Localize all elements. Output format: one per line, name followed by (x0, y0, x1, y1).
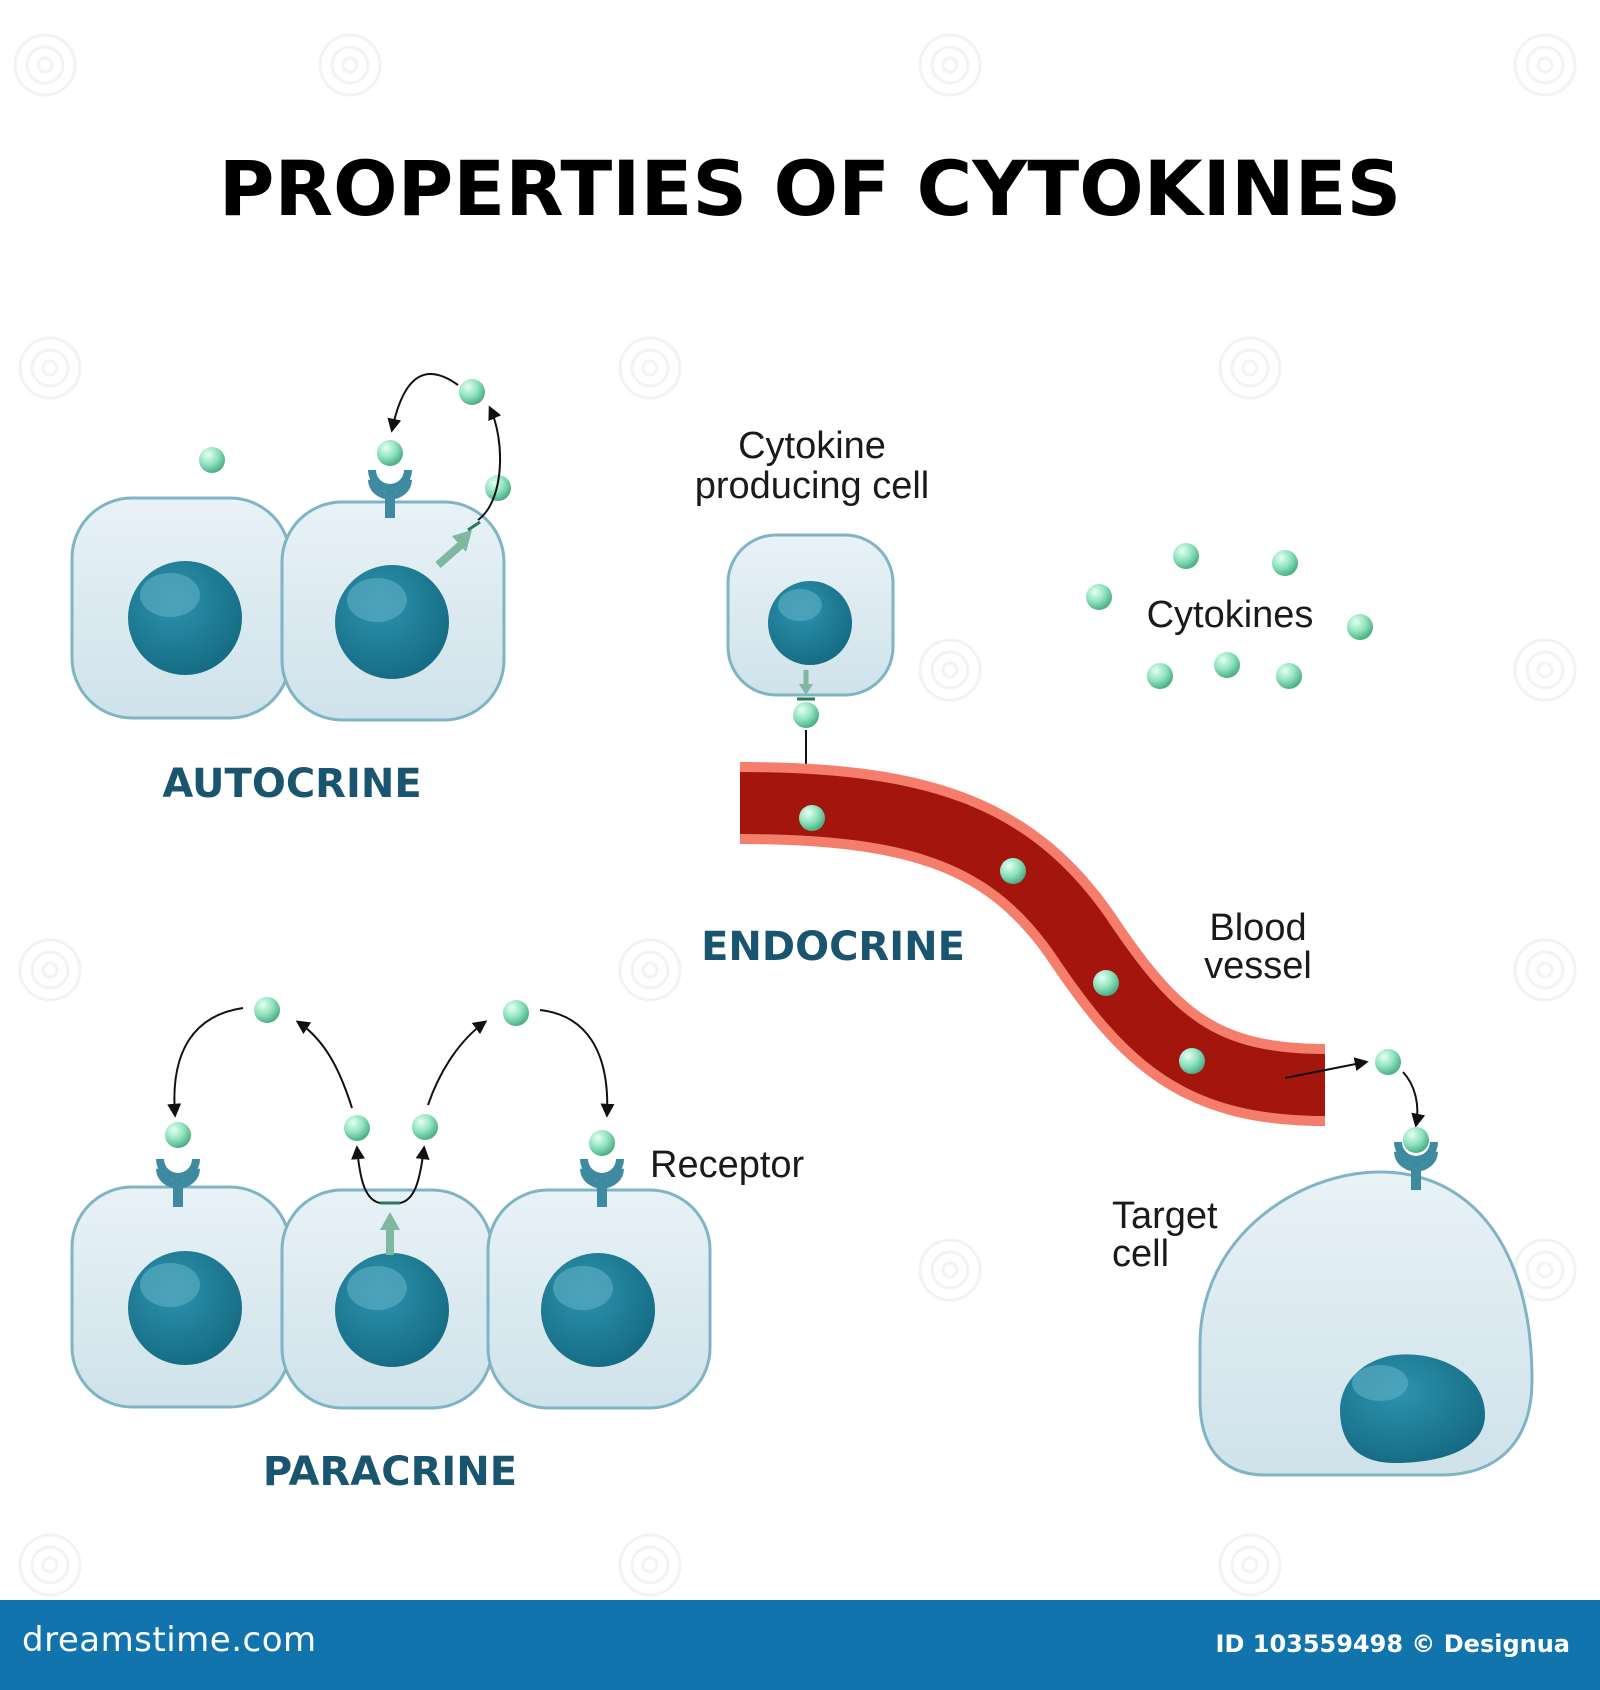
endocrine-cytokine-released (1375, 1049, 1401, 1075)
blood-vessel-label-line1: Blood (1209, 907, 1306, 949)
paracrine-cytokine-top-left (254, 997, 280, 1023)
target-cytokine-bound (1403, 1127, 1429, 1153)
vessel-cytokine-3 (1093, 970, 1119, 996)
paracrine-cytokine-bound-right (589, 1130, 615, 1156)
cytokine-diagram: PROPERTIES OF CYTOKINES AUTOCRINE (13, 33, 1577, 1597)
paracrine-cell-1 (70, 1185, 292, 1409)
autocrine-cytokine-right (485, 475, 511, 501)
paracrine-arrow-5 (427, 1020, 488, 1106)
paracrine-arrow-2 (399, 1145, 430, 1204)
paracrine-arrow-3 (295, 1020, 353, 1109)
paracrine-group: Receptor PARACRINE (70, 997, 805, 1495)
paracrine-cell-3 (486, 1188, 712, 1410)
producing-cell-label-line2: producing cell (695, 465, 929, 507)
footer-bar: dreamstime.com ID 103559498 © Designua (0, 1600, 1600, 1690)
paracrine-cytokine-top-right (503, 1000, 529, 1026)
paracrine-label: PARACRINE (263, 1449, 517, 1495)
paracrine-cell-2 (280, 1188, 494, 1410)
paracrine-cytokine-mid-right (412, 1114, 438, 1140)
endocrine-cytokine-exiting (793, 702, 819, 728)
autocrine-group: AUTOCRINE (70, 373, 511, 807)
endocrine-arrow-exit (1284, 1057, 1369, 1079)
vessel-cytokine-2 (1000, 858, 1026, 884)
vessel-cytokine-1 (799, 805, 825, 831)
autocrine-secretion-arrow (435, 539, 466, 569)
cytokine-producing-cell (726, 533, 895, 697)
autocrine-arrow-up (477, 405, 502, 521)
receptor-label: Receptor (650, 1144, 805, 1186)
footer-brand[interactable]: dreamstime.com (22, 1620, 317, 1660)
autocrine-label: AUTOCRINE (162, 761, 421, 807)
page-title: PROPERTIES OF CYTOKINES (219, 144, 1401, 233)
producing-cell-label-line1: Cytokine (738, 425, 886, 467)
autocrine-cell-1 (70, 496, 292, 720)
blood-vessel-label-line2: vessel (1204, 945, 1312, 987)
target-cell (1198, 1170, 1534, 1477)
paracrine-arrow-4 (167, 1007, 244, 1118)
endocrine-arrow-to-target (1402, 1071, 1426, 1128)
endocrine-label: ENDOCRINE (701, 924, 965, 970)
vessel-cytokine-4 (1179, 1048, 1205, 1074)
autocrine-cytokine-top (459, 379, 485, 405)
paracrine-arrow-1 (351, 1145, 381, 1204)
autocrine-cytokine-bound (377, 440, 403, 466)
endocrine-group: Cytokine producing cell Cytokines (695, 425, 1534, 1477)
cytokines-cluster (1086, 543, 1373, 689)
footer-stock-id: ID 103559498 © Designua (1215, 1630, 1570, 1658)
target-cell-label-line1: Target (1112, 1195, 1218, 1237)
paracrine-cytokine-bound-left (165, 1122, 191, 1148)
autocrine-arrow-back (387, 373, 459, 433)
target-cell-label-line2: cell (1112, 1233, 1169, 1275)
paracrine-arrow-6 (539, 1009, 615, 1118)
paracrine-cytokine-mid-left (344, 1115, 370, 1141)
autocrine-cytokine-free (199, 447, 225, 473)
cytokines-label: Cytokines (1147, 594, 1314, 636)
blood-vessel (725, 755, 1344, 1135)
